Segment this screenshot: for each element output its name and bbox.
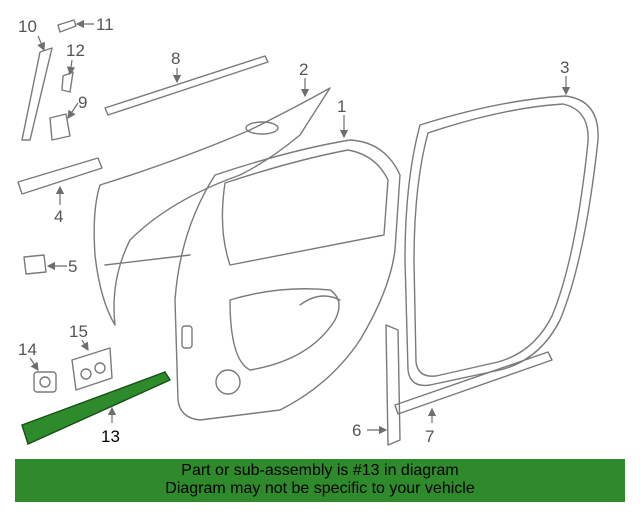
callout-13: 13 (101, 427, 120, 446)
callout-8: 8 (171, 49, 180, 68)
part-5-clip (23, 254, 47, 275)
part-8-belt-molding (104, 55, 269, 116)
banner-line-2: Diagram may not be specific to your vehi… (165, 480, 475, 497)
parts-10-11-12 (21, 19, 77, 141)
banner-line-1: Part or sub-assembly is #13 in diagram (181, 462, 459, 479)
callout-6: 6 (352, 421, 361, 440)
callout-9: 9 (78, 93, 87, 112)
callout-14: 14 (18, 340, 37, 359)
part-1-door (174, 139, 401, 421)
part-7-sill (394, 351, 553, 415)
part-3-weatherstrip (404, 95, 599, 387)
parts-diagram: 1 2 3 4 5 6 7 8 9 10 11 12 13 14 15 (17, 15, 599, 446)
part-6-pillar (385, 324, 401, 446)
callout-5: 5 (68, 257, 77, 276)
callout-15: 15 (69, 322, 88, 341)
callout-10: 10 (18, 17, 37, 36)
part-2-deflector (93, 87, 331, 326)
part-4-molding (17, 157, 103, 195)
callout-11: 11 (96, 15, 114, 34)
callout-12: 12 (66, 41, 85, 60)
part-13-highlighted (21, 371, 172, 445)
leader-lines (29, 19, 571, 435)
parts-14-15 (33, 347, 113, 393)
diagram-notice-banner: Part or sub-assembly is #13 in diagram D… (15, 459, 625, 502)
callout-3: 3 (560, 58, 569, 77)
callout-2: 2 (299, 60, 308, 79)
callout-1: 1 (337, 97, 346, 116)
callout-7: 7 (425, 427, 434, 446)
callout-4: 4 (54, 207, 63, 226)
